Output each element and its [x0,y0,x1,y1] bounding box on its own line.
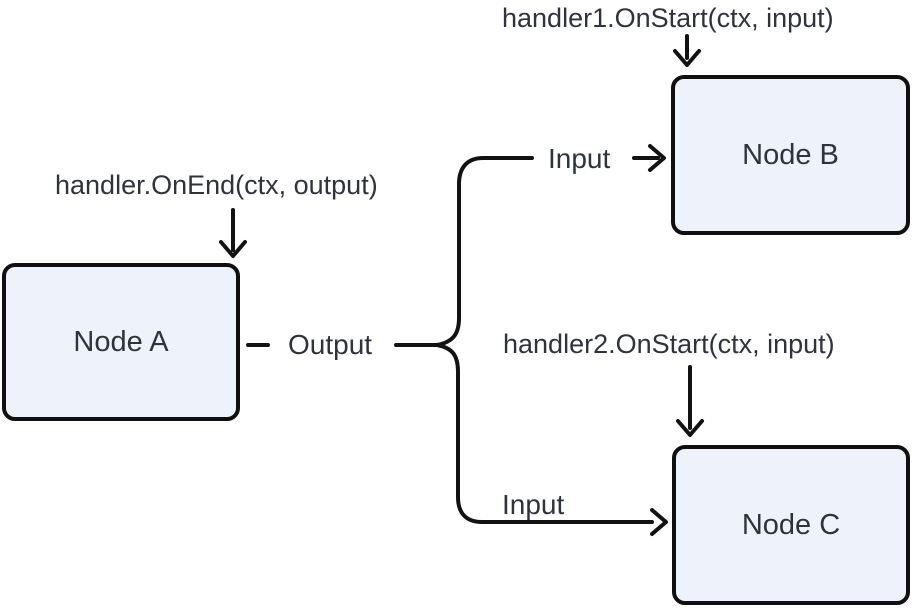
edge-branch-to-node-c [435,343,654,524]
on-end-arrow-icon [219,208,247,258]
node-c-label: Node C [741,508,841,541]
node-a: Node A [2,263,240,421]
input-b-arrow-icon [632,144,666,172]
node-b: Node B [671,75,910,235]
annotation-handler2-on-start: handler2.OnStart(ctx, input) [503,329,835,359]
node-b-label: Node B [742,138,839,171]
edge-label-input-b: Input [548,143,611,174]
on-start-1-arrow-icon [673,34,701,67]
annotation-handler1-on-start: handler1.OnStart(ctx, input) [502,3,834,33]
node-a-label: Node A [73,325,169,358]
on-start-2-arrow-icon [676,365,704,437]
edge-label-input-c: Input [502,489,565,520]
edge-label-output: Output [288,329,373,360]
input-c-arrowhead-icon [650,508,668,536]
node-c: Node C [672,445,910,605]
annotation-handler-on-end: handler.OnEnd(ctx, output) [55,170,378,200]
edge-branch-to-node-b [435,156,534,347]
